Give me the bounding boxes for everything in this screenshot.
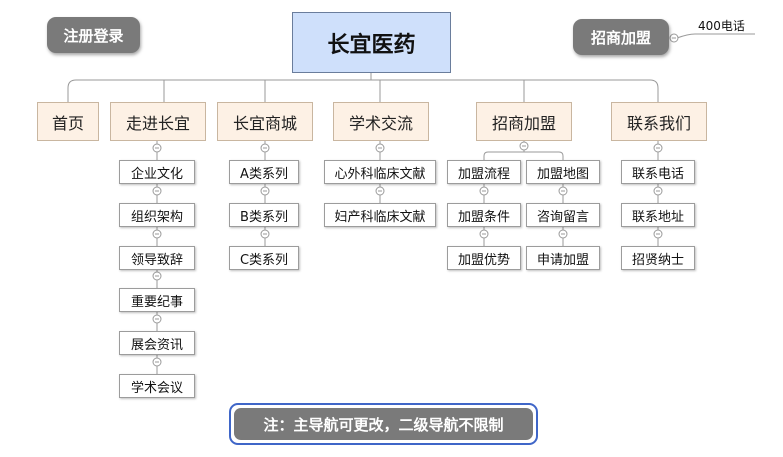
sub-nav-join-map[interactable]: 加盟地图: [526, 160, 600, 184]
sub-nav-label: 妇产科临床文献: [334, 209, 426, 225]
sub-nav-join-conditions[interactable]: 加盟条件: [447, 203, 521, 227]
sub-nav-milestones[interactable]: 重要纪事: [119, 288, 195, 312]
sub-nav-label: 申请加盟: [536, 252, 589, 268]
sub-nav-label: 展会资讯: [130, 337, 183, 353]
main-nav-academic[interactable]: 学术交流: [333, 102, 429, 141]
sub-nav-join-process[interactable]: 加盟流程: [447, 160, 521, 184]
main-nav-label: 首页: [51, 113, 84, 133]
sub-nav-join-advantages[interactable]: 加盟优势: [447, 246, 521, 270]
sub-nav-culture[interactable]: 企业文化: [119, 160, 195, 184]
main-nav-home[interactable]: 首页: [37, 102, 99, 141]
sub-nav-address[interactable]: 联系地址: [621, 203, 695, 227]
sub-nav-label: 心外科临床文献: [334, 166, 426, 182]
sub-nav-label: C类系列: [239, 252, 289, 268]
sub-nav-label: B类系列: [240, 209, 288, 225]
sub-nav-label: 领导致辞: [130, 252, 183, 268]
sub-nav-exhibitions[interactable]: 展会资讯: [119, 331, 195, 355]
sub-nav-phone[interactable]: 联系电话: [621, 160, 695, 184]
note-text: 注：主导航可更改，二级导航不限制: [234, 408, 533, 440]
sub-nav-label: 加盟条件: [457, 209, 510, 225]
sub-nav-conferences[interactable]: 学术会议: [119, 374, 195, 398]
sub-nav-label: 加盟流程: [457, 166, 510, 182]
main-nav-mall[interactable]: 长宜商城: [217, 102, 313, 141]
sub-nav-structure[interactable]: 组织架构: [119, 203, 195, 227]
sub-nav-label: 咨询留言: [536, 209, 589, 225]
main-nav-about[interactable]: 走进长宜: [110, 102, 206, 141]
phone-label: 400电话: [698, 19, 745, 33]
main-nav-label: 联系我们: [626, 113, 691, 133]
sub-nav-label: 组织架构: [130, 209, 183, 225]
sub-nav-label: 重要纪事: [130, 294, 183, 310]
main-nav-label: 走进长宜: [125, 113, 190, 133]
sub-nav-inquiry[interactable]: 咨询留言: [526, 203, 600, 227]
sub-nav-series-c[interactable]: C类系列: [229, 246, 299, 270]
site-title: 长宜医药: [327, 32, 416, 58]
sub-nav-label: 招贤纳士: [631, 252, 684, 268]
main-nav-label: 学术交流: [348, 113, 413, 133]
main-nav-label: 招商加盟: [491, 113, 556, 133]
sub-nav-label: 企业文化: [130, 166, 183, 182]
sub-nav-series-a[interactable]: A类系列: [229, 160, 299, 184]
main-nav-investment[interactable]: 招商加盟: [476, 102, 572, 141]
sub-nav-leader-speech[interactable]: 领导致辞: [119, 246, 195, 270]
register-login-button[interactable]: 注册登录: [47, 17, 140, 53]
sub-nav-obgyn-literature[interactable]: 妇产科临床文献: [324, 203, 436, 227]
sub-nav-label: 联系地址: [631, 209, 684, 225]
sub-nav-label: 学术会议: [130, 380, 183, 396]
main-nav-contact[interactable]: 联系我们: [611, 102, 707, 141]
main-nav-label: 长宜商城: [232, 113, 297, 133]
sub-nav-label: 加盟优势: [457, 252, 510, 268]
sub-nav-series-b[interactable]: B类系列: [229, 203, 299, 227]
sub-nav-cardiac-literature[interactable]: 心外科临床文献: [324, 160, 436, 184]
note-box: 注：主导航可更改，二级导航不限制: [229, 403, 538, 445]
sub-nav-careers[interactable]: 招贤纳士: [621, 246, 695, 270]
root-node[interactable]: 长宜医药: [292, 12, 451, 73]
sub-nav-label: A类系列: [240, 166, 288, 182]
sub-nav-label: 联系电话: [631, 166, 684, 182]
investment-button[interactable]: 招商加盟: [573, 19, 669, 55]
register-login-label: 注册登录: [63, 26, 124, 45]
investment-label: 招商加盟: [590, 28, 651, 47]
sub-nav-apply[interactable]: 申请加盟: [526, 246, 600, 270]
sub-nav-label: 加盟地图: [536, 166, 589, 182]
